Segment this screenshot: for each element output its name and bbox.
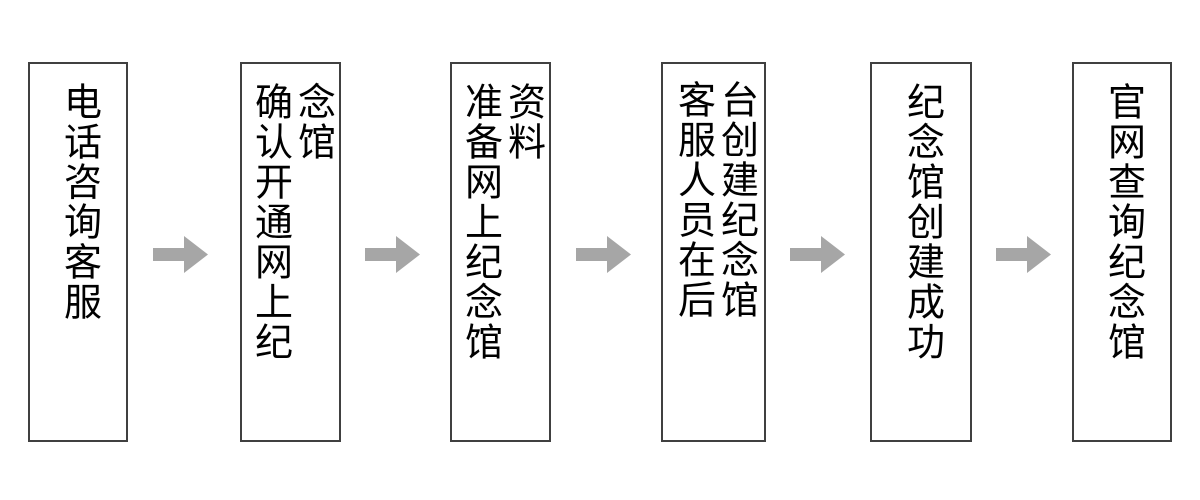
right-arrow-icon	[996, 236, 1051, 273]
flowchart-node-6[interactable]: 官网查询纪念馆	[1072, 62, 1172, 442]
flowchart-node-6-label: 官网查询纪念馆	[1101, 82, 1144, 362]
right-arrow-icon	[365, 236, 420, 273]
flowchart-node-1[interactable]: 电话咨询客服	[28, 62, 128, 442]
flowchart-node-2[interactable]: 确认开通网上纪念馆	[240, 62, 341, 442]
flowchart-node-3[interactable]: 准备网上纪念馆资料	[450, 62, 551, 442]
right-arrow-icon	[790, 236, 845, 273]
flowchart-node-5-label: 纪念馆创建成功	[900, 82, 943, 362]
flowchart-node-4-label: 客服人员在后台创建纪念馆	[671, 80, 757, 320]
flowchart-node-2-label: 确认开通网上纪念馆	[248, 82, 334, 362]
flowchart-node-3-label: 准备网上纪念馆资料	[458, 82, 544, 362]
flowchart-node-4[interactable]: 客服人员在后台创建纪念馆	[661, 62, 766, 442]
flowchart-node-5[interactable]: 纪念馆创建成功	[870, 62, 972, 442]
right-arrow-icon	[576, 236, 631, 273]
right-arrow-icon	[153, 236, 208, 273]
flowchart-node-1-label: 电话咨询客服	[57, 82, 100, 322]
